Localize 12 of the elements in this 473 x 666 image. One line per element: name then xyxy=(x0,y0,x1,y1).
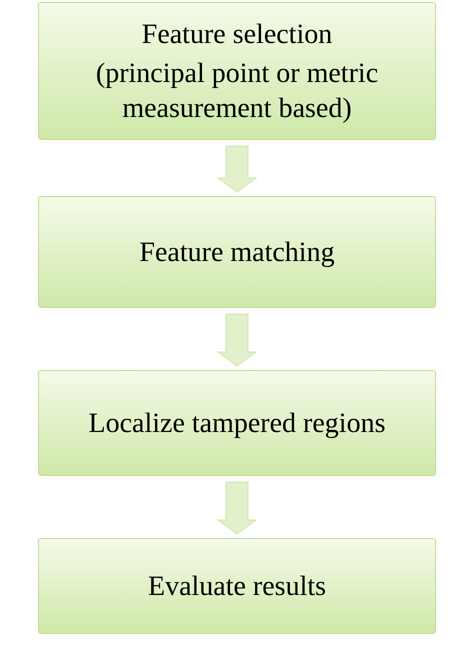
step-title: Feature matching xyxy=(139,236,335,270)
step-title: Evaluate results xyxy=(148,570,326,604)
step-title: Localize tampered regions xyxy=(88,406,386,440)
process-box xyxy=(38,538,436,634)
step-title: Feature selection xyxy=(142,18,332,52)
block-arrow xyxy=(216,314,258,367)
block-arrow xyxy=(216,482,258,535)
process-box xyxy=(38,196,436,308)
process-box xyxy=(38,370,436,476)
process-box xyxy=(38,2,436,140)
step-note: (principal point or metric measurement based) xyxy=(94,56,380,126)
block-arrow xyxy=(216,146,258,193)
